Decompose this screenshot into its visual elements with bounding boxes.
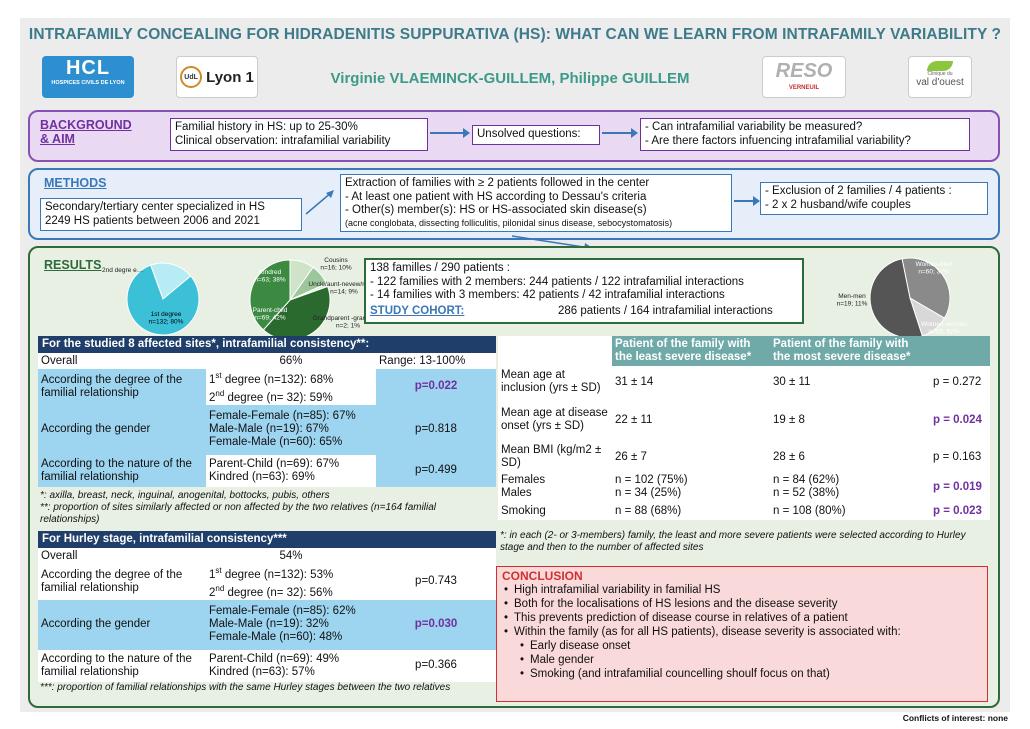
conclusion-box: CONCLUSION High intrafamilial variabilit…: [496, 566, 988, 702]
results-title: RESULTS: [44, 258, 102, 272]
background-box-aims: - Can intrafamilial variability be measu…: [640, 118, 970, 151]
pie-slice: [150, 262, 192, 300]
lyon1-logo: UdL Lyon 1: [176, 56, 258, 98]
list-item: This prevents prediction of disease cour…: [502, 611, 982, 625]
sites-table-header: For the studied 8 affected sites*, intra…: [38, 336, 496, 353]
background-box-questions: Unsolved questions:: [472, 125, 600, 145]
arrow-icon: [430, 129, 470, 137]
severity-table: Patient of the family with the least sev…: [498, 336, 990, 520]
poster-title: INTRAFAMILY CONCEALING FOR HIDRADENITIS …: [28, 26, 1002, 43]
list-item: Smoking (and intrafamilial councelling s…: [502, 667, 982, 681]
poster: INTRAFAMILY CONCEALING FOR HIDRADENITIS …: [20, 18, 1010, 712]
methods-panel: METHODS Secondary/tertiary center specia…: [28, 168, 1000, 251]
arrow-icon: [602, 129, 638, 137]
hurley-table-note: ***: proportion of familial relationship…: [40, 682, 451, 693]
severity-table-note: *: in each (2- or 3-members) family, the…: [500, 530, 966, 553]
methods-box-exclusion: - Exclusion of 2 families / 4 patients :…: [760, 182, 988, 215]
conclusion-title: CONCLUSION: [502, 569, 583, 583]
list-item: Both for the localisations of HS lesions…: [502, 597, 982, 611]
arrow-icon: [305, 190, 334, 215]
conflicts-of-interest: Conflicts of interest: none: [902, 713, 1008, 723]
pie-slice: [249, 259, 291, 331]
table-row: Smoking n = 88 (68%) n = 108 (80%) p = 0…: [498, 502, 990, 520]
background-title: BACKGROUND & AIM: [40, 118, 132, 146]
pie-slice: [901, 257, 951, 319]
study-cohort-label: STUDY COHORT:: [370, 304, 465, 317]
arrow-icon: [734, 197, 760, 205]
list-item: Within the family (as for all HS patient…: [502, 625, 982, 639]
hurley-table-header: For Hurley stage, intrafamilial consiste…: [38, 531, 496, 548]
leaf-icon: [927, 61, 953, 71]
authors: Virginie VLAEMINCK-GUILLEM, Philippe GUI…: [330, 70, 690, 87]
table-row: Mean age at disease onset (yrs ± SD) 22 …: [498, 398, 990, 442]
sites-table-notes: *: axilla, breast, neck, inguinal, anoge…: [40, 490, 437, 525]
study-cohort-box: 138 familles / 290 patients : - 122 fami…: [364, 258, 804, 324]
methods-title: METHODS: [44, 176, 107, 190]
pie-label: 2nd degre e…: [102, 267, 143, 274]
methods-box-extraction: Extraction of families with ≥ 2 patients…: [340, 174, 732, 232]
val-douest-logo: Clinique du val d'ouest: [908, 56, 972, 98]
pie-label: Uncle/aunt-nevew/nie cen=14; 9%: [308, 281, 370, 296]
background-panel: BACKGROUND & AIM Familial history in HS:…: [28, 110, 1000, 162]
hurley-table: Overall 54% According the degree of the …: [38, 548, 496, 682]
lyon1-seal-icon: UdL: [180, 66, 203, 88]
background-box-history: Familial history in HS: up to 25-30% Cli…: [170, 118, 428, 151]
list-item: High intrafamilial variability in famili…: [502, 583, 982, 597]
pie-slice: [262, 285, 331, 341]
sites-table: Overall 66% Range: 13-100% According the…: [38, 353, 496, 487]
reso-logo: RESO VERNEUIL: [762, 56, 846, 98]
hcl-logo: HCL HOSPICES CIVILS DE LYON: [42, 56, 134, 98]
table-row: Mean age at inclusion (yrs ± SD) 31 ± 14…: [498, 366, 990, 398]
pie-label: Grandparent -grandchildn=2; 1%: [313, 315, 370, 330]
list-item: Early disease onset: [502, 639, 982, 653]
list-item: Male gender: [502, 653, 982, 667]
pie-slice: [126, 264, 200, 336]
methods-box-center: Secondary/tertiary center specialized in…: [40, 198, 302, 231]
table-row: Mean BMI (kg/m2 ± SD) 26 ± 7 28 ± 6 p = …: [498, 442, 990, 472]
